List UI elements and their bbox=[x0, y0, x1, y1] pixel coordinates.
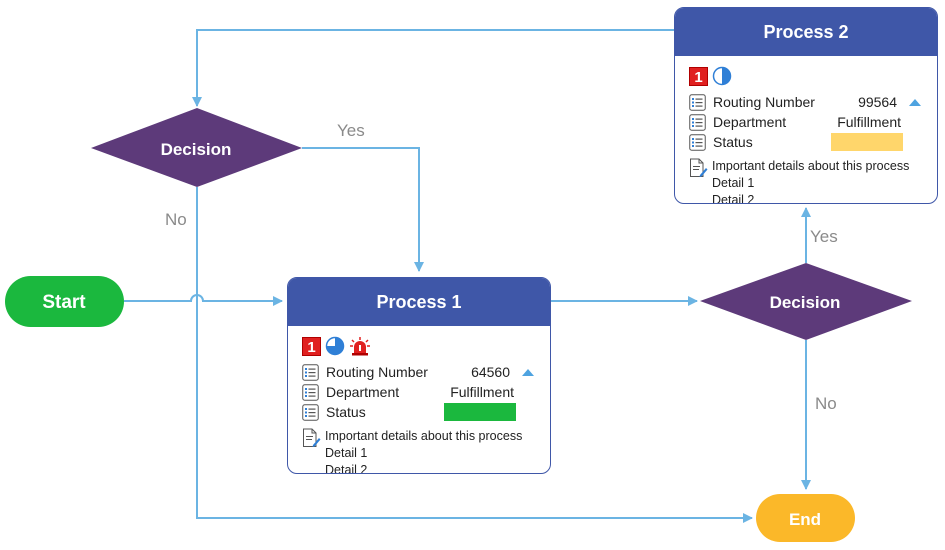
process2-card[interactable]: Process 2 1 Routing Number 99564 bbox=[674, 7, 938, 204]
number-one-badge-icon: 1 bbox=[689, 66, 708, 86]
decision-left-label: Decision bbox=[161, 140, 232, 159]
process1-department-label: Department bbox=[326, 384, 400, 400]
decision-left[interactable] bbox=[91, 108, 302, 187]
process1-detail-1: Detail 1 bbox=[325, 446, 368, 460]
process1-department-value: Fulfillment bbox=[450, 384, 514, 400]
process1-department-row: Department Fulfillment bbox=[302, 382, 550, 402]
list-icon bbox=[689, 93, 706, 111]
decision-right-label: Decision bbox=[770, 293, 841, 312]
process2-status-row: Status bbox=[689, 132, 937, 152]
process2-detail-2: Detail 2 bbox=[712, 193, 755, 204]
edge-label-yes-right: Yes bbox=[810, 227, 838, 246]
alarm-light-icon bbox=[350, 337, 370, 356]
connector-decision-left-to-process1 bbox=[302, 147, 424, 272]
process1-icon-row: 1 bbox=[302, 334, 550, 358]
process2-routing-label: Routing Number bbox=[713, 94, 815, 110]
process2-detail-1: Detail 1 bbox=[712, 176, 755, 190]
process2-title: Process 2 bbox=[675, 8, 937, 56]
process1-status-row: Status bbox=[302, 402, 550, 422]
process2-notes: Important details about this process Det… bbox=[689, 158, 937, 204]
process1-notes: Important details about this process Det… bbox=[302, 428, 550, 474]
process1-detail-2: Detail 2 bbox=[325, 463, 368, 474]
edge-label-no-right: No bbox=[815, 394, 837, 413]
list-icon bbox=[302, 363, 319, 381]
document-edit-icon bbox=[303, 428, 321, 447]
process2-status-label: Status bbox=[713, 134, 753, 150]
sort-up-icon[interactable] bbox=[909, 98, 921, 106]
process1-status-bar bbox=[444, 403, 516, 421]
process1-routing-value: 64560 bbox=[471, 364, 510, 380]
document-edit-icon bbox=[690, 158, 708, 177]
connector-process2-to-decision-left bbox=[192, 29, 674, 107]
process1-routing-row: Routing Number 64560 bbox=[302, 362, 550, 382]
connector-start-to-process1 bbox=[124, 294, 283, 306]
process2-department-label: Department bbox=[713, 114, 787, 130]
process1-card[interactable]: Process 1 1 Routing Number 64560 bbox=[287, 277, 551, 474]
process2-routing-row: Routing Number 99564 bbox=[689, 92, 937, 112]
list-icon bbox=[689, 113, 706, 131]
process1-routing-label: Routing Number bbox=[326, 364, 428, 380]
process2-routing-value: 99564 bbox=[858, 94, 897, 110]
process2-icon-row: 1 bbox=[689, 64, 937, 88]
pie-progress-icon bbox=[325, 336, 345, 356]
list-icon bbox=[302, 403, 319, 421]
number-one-badge-icon: 1 bbox=[302, 336, 321, 356]
edge-label-yes-left: Yes bbox=[337, 121, 365, 140]
pie-progress-icon bbox=[712, 66, 732, 86]
decision-right[interactable] bbox=[700, 263, 912, 340]
list-icon bbox=[689, 133, 706, 151]
process1-notes-heading: Important details about this process bbox=[325, 429, 523, 443]
process2-status-bar bbox=[831, 133, 903, 151]
connector-decision-left-to-end bbox=[196, 187, 753, 523]
process2-department-row: Department Fulfillment bbox=[689, 112, 937, 132]
edge-label-no-left: No bbox=[165, 210, 187, 229]
end-terminal[interactable] bbox=[756, 494, 855, 542]
end-label: End bbox=[789, 510, 821, 529]
process1-status-label: Status bbox=[326, 404, 366, 420]
sort-up-icon[interactable] bbox=[522, 368, 534, 376]
start-terminal[interactable] bbox=[5, 276, 124, 327]
process2-notes-heading: Important details about this process bbox=[712, 159, 910, 173]
process1-title: Process 1 bbox=[288, 278, 550, 326]
list-icon bbox=[302, 383, 319, 401]
process2-department-value: Fulfillment bbox=[837, 114, 901, 130]
start-label: Start bbox=[42, 292, 86, 313]
